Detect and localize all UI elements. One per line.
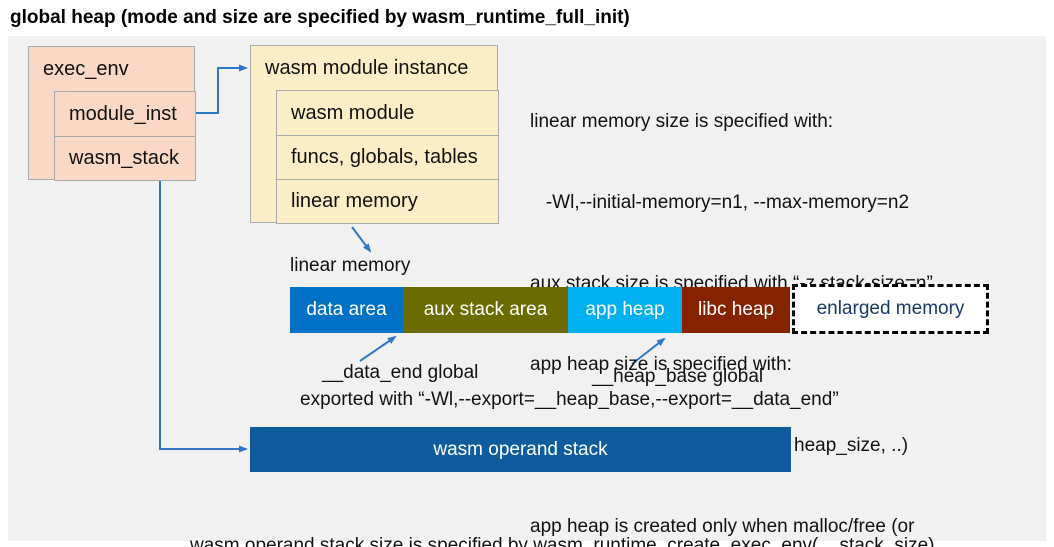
segment-app-heap-label: app heap	[585, 299, 665, 320]
wasm-operand-stack-bar: wasm operand stack	[250, 427, 791, 472]
note-line: wasm operand stack size is specified by …	[190, 535, 935, 547]
exec-env-title: exec_env	[43, 58, 129, 80]
heap-base-global-label: __heap_base global	[592, 366, 764, 387]
exec-env-field-module-inst: module_inst	[54, 91, 196, 137]
note-line: app heap is created only when malloc/fre…	[530, 516, 915, 537]
segment-data-area: data area	[290, 287, 403, 333]
segment-libc-heap-label: libc heap	[697, 299, 775, 320]
diagram-title: global heap (mode and size are specified…	[10, 7, 630, 28]
segment-enlarged-memory: enlarged memory	[792, 284, 989, 334]
exec-env-field-wasm-stack: wasm_stack	[54, 136, 196, 181]
wasm-module-instance-title: wasm module instance	[265, 57, 469, 79]
wasm-module-instance-box: wasm module instance wasm module funcs, …	[250, 45, 499, 224]
note-line: linear memory size is specified with:	[530, 111, 834, 132]
segment-app-heap: app heap	[568, 287, 682, 333]
instance-field-linear-memory: linear memory	[276, 179, 499, 224]
segment-aux-stack-area-label: aux stack area	[423, 299, 548, 320]
data-end-global-label: __data_end global	[322, 362, 479, 383]
instance-field-funcs-globals-tables: funcs, globals, tables	[276, 135, 499, 180]
note-line: -Wl,--initial-memory=n1, --max-memory=n2	[530, 192, 910, 213]
segment-data-area-label: data area	[306, 299, 387, 320]
exported-with-note: exported with “-Wl,--export=__heap_base,…	[300, 389, 839, 410]
instance-field-wasm-module: wasm module	[276, 90, 499, 136]
operand-stack-note: wasm operand stack size is specified by …	[190, 481, 935, 547]
note-line: app heap size is specified with:	[530, 354, 792, 375]
linear-memory-label: linear memory	[290, 255, 411, 276]
segment-libc-heap: libc heap	[682, 287, 790, 333]
exec-env-box: exec_env module_inst wasm_stack	[28, 46, 196, 181]
segment-aux-stack-area: aux stack area	[403, 287, 568, 333]
